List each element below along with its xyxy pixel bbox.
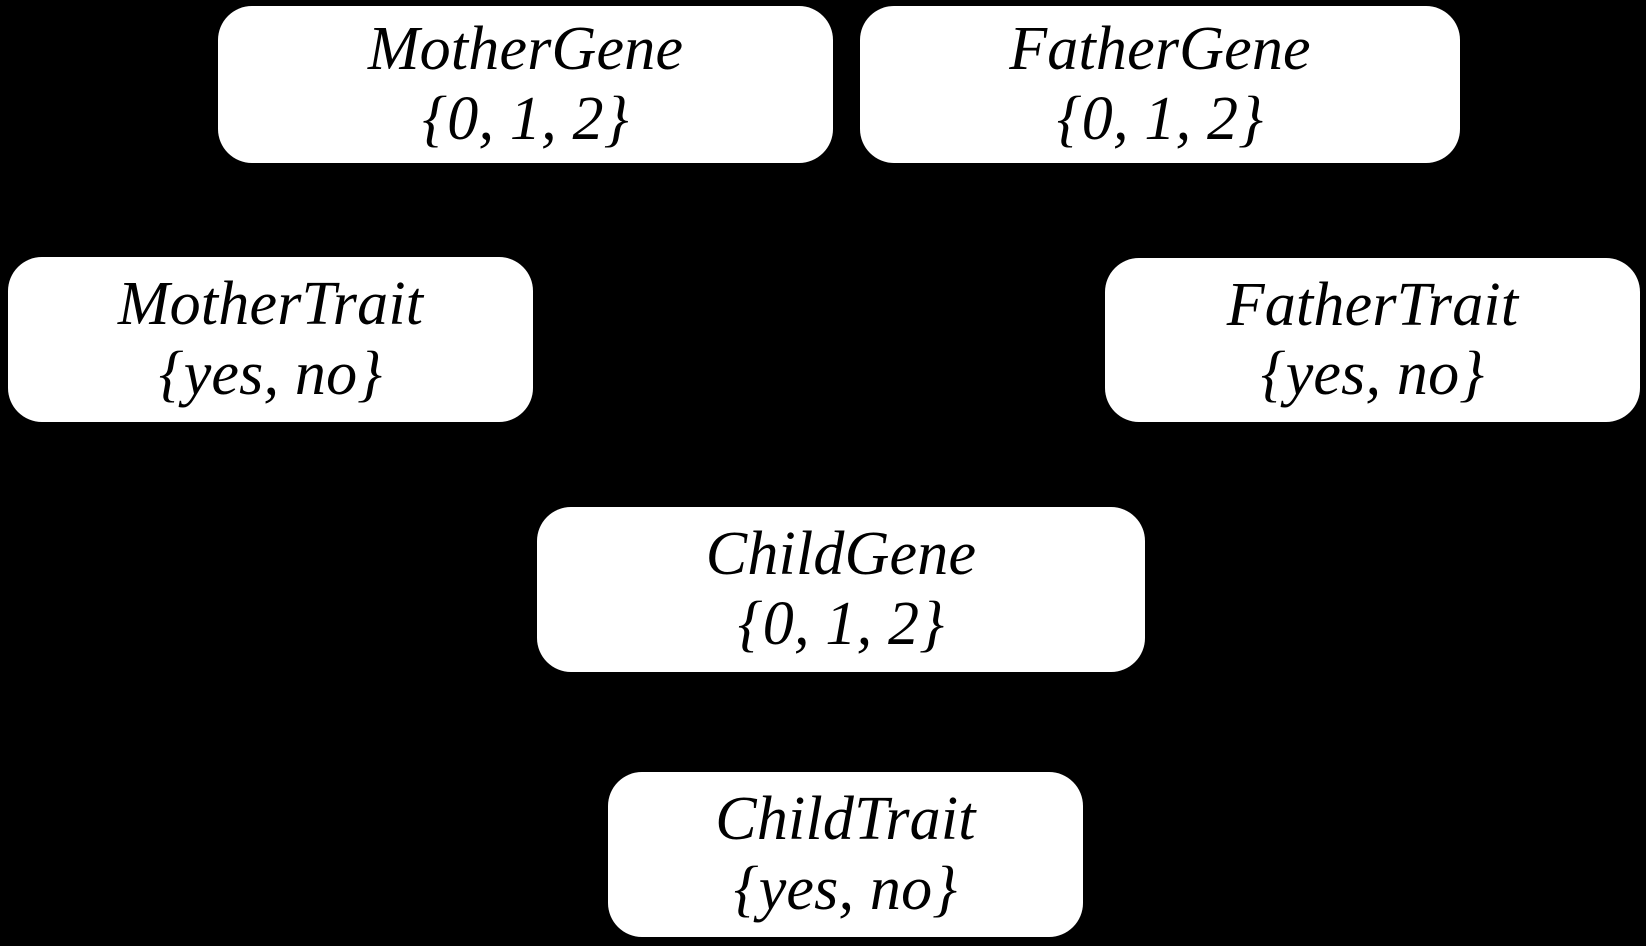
node-mother-trait-label: MotherTrait (117, 270, 424, 339)
node-child-gene-domain: {0, 1, 2} (737, 589, 945, 658)
node-child-gene[interactable]: ChildGene {0, 1, 2} (537, 507, 1145, 672)
node-father-trait[interactable]: FatherTrait {yes, no} (1105, 258, 1640, 422)
node-mother-gene[interactable]: MotherGene {0, 1, 2} (218, 6, 833, 163)
node-mother-gene-label: MotherGene (367, 15, 684, 84)
node-father-trait-domain: {yes, no} (1260, 340, 1485, 408)
node-father-trait-label: FatherTrait (1226, 270, 1519, 339)
node-father-gene-domain: {0, 1, 2} (1056, 84, 1264, 153)
node-child-trait[interactable]: ChildTrait {yes, no} (608, 772, 1083, 937)
node-mother-gene-domain: {0, 1, 2} (422, 84, 629, 153)
node-father-gene-label: FatherGene (1009, 15, 1311, 84)
node-child-trait-label: ChildTrait (715, 785, 976, 854)
node-child-trait-domain: {yes, no} (733, 854, 958, 923)
node-father-gene[interactable]: FatherGene {0, 1, 2} (860, 6, 1460, 163)
node-child-gene-label: ChildGene (705, 520, 977, 589)
node-mother-trait[interactable]: MotherTrait {yes, no} (8, 257, 533, 422)
node-mother-trait-domain: {yes, no} (158, 339, 383, 408)
